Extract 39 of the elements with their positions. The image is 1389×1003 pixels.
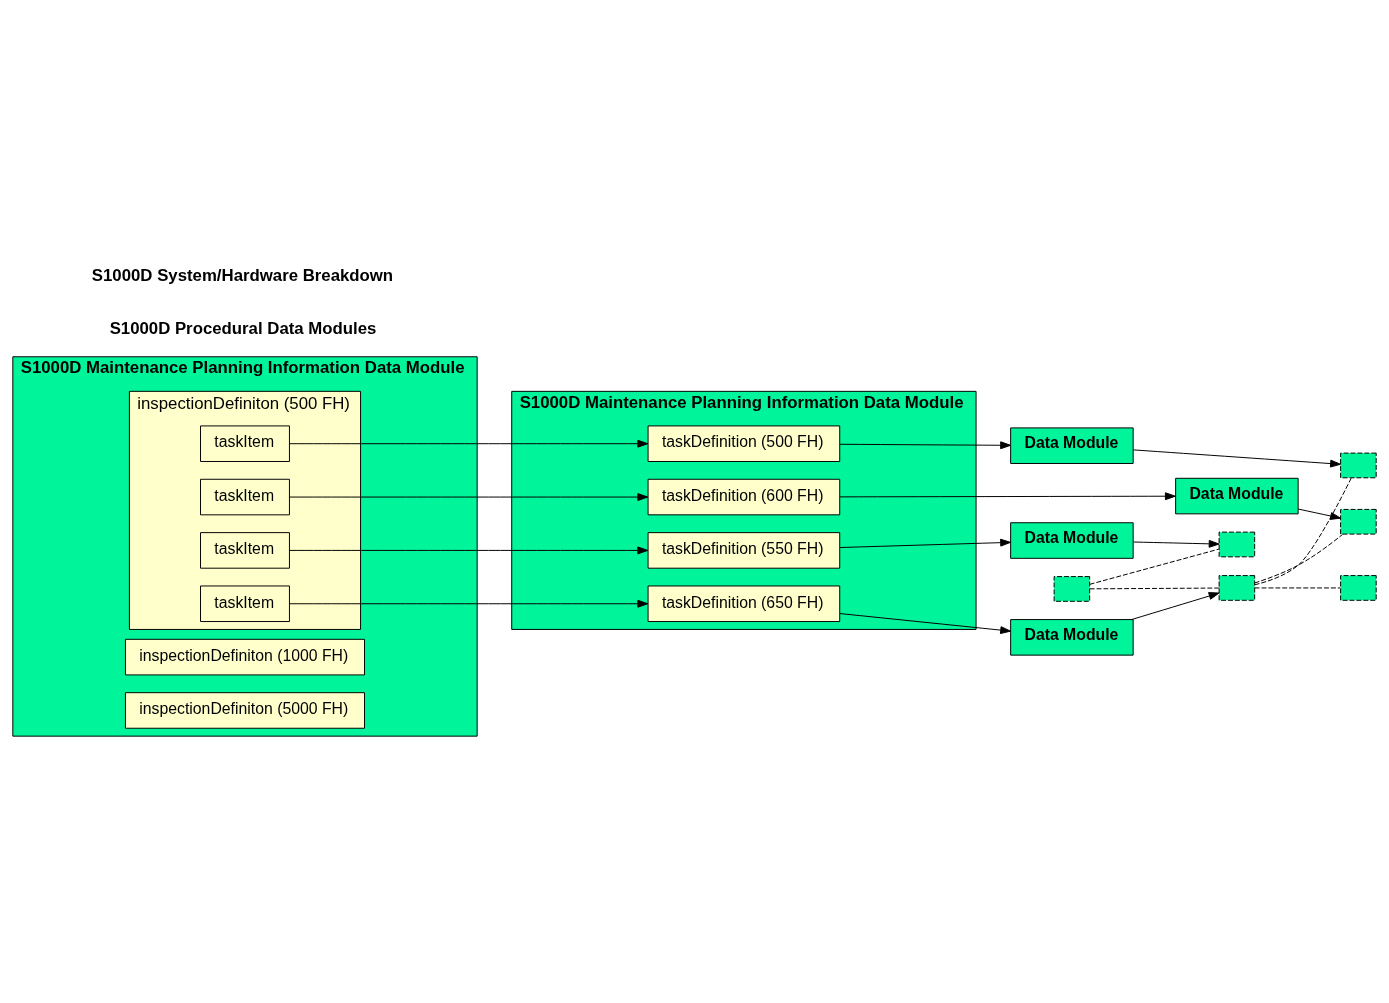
node-box	[1340, 452, 1377, 478]
connector	[1089, 548, 1220, 585]
node-box: Data Module	[1010, 426, 1134, 464]
arrow	[289, 492, 649, 501]
arrow	[289, 545, 649, 554]
arrow	[289, 599, 649, 608]
connector	[1254, 533, 1344, 583]
node-box: taskItem	[200, 478, 290, 515]
node-box: Data Module	[1010, 521, 1134, 559]
connector	[1254, 476, 1352, 585]
node-box: taskDefinition (650 FH)	[647, 585, 841, 622]
arrow	[1133, 539, 1220, 548]
node-box: inspectionDefiniton (5000 FH)	[124, 691, 365, 729]
arrow	[839, 491, 1176, 500]
arrow	[1132, 448, 1341, 468]
arrow	[1297, 508, 1342, 520]
node-box	[1218, 574, 1256, 601]
node-box	[1053, 575, 1091, 602]
node-box: Data Module	[1175, 477, 1299, 514]
node-box: Data Module	[1010, 618, 1134, 656]
node-box: taskItem	[200, 585, 290, 622]
node-box	[1218, 531, 1256, 557]
label: S1000D System/Hardware Breakdown	[91, 265, 394, 285]
node-box: taskItem	[200, 531, 290, 569]
connector	[1254, 586, 1341, 588]
node-box: taskDefinition (550 FH)	[647, 531, 841, 569]
connector	[1089, 587, 1220, 589]
arrow	[839, 612, 1012, 634]
node-box: inspectionDefiniton (1000 FH)	[124, 638, 365, 675]
node-box	[1340, 508, 1377, 535]
node-box: taskItem	[200, 424, 290, 462]
label: S1000D Procedural Data Modules	[109, 318, 377, 338]
arrow	[839, 538, 1012, 548]
arrow	[839, 440, 1012, 449]
node-box: taskDefinition (600 FH)	[647, 478, 841, 515]
arrow	[289, 439, 649, 448]
node-box	[1340, 574, 1377, 601]
arrow	[1131, 591, 1220, 620]
node-box: taskDefinition (500 FH)	[647, 424, 841, 462]
